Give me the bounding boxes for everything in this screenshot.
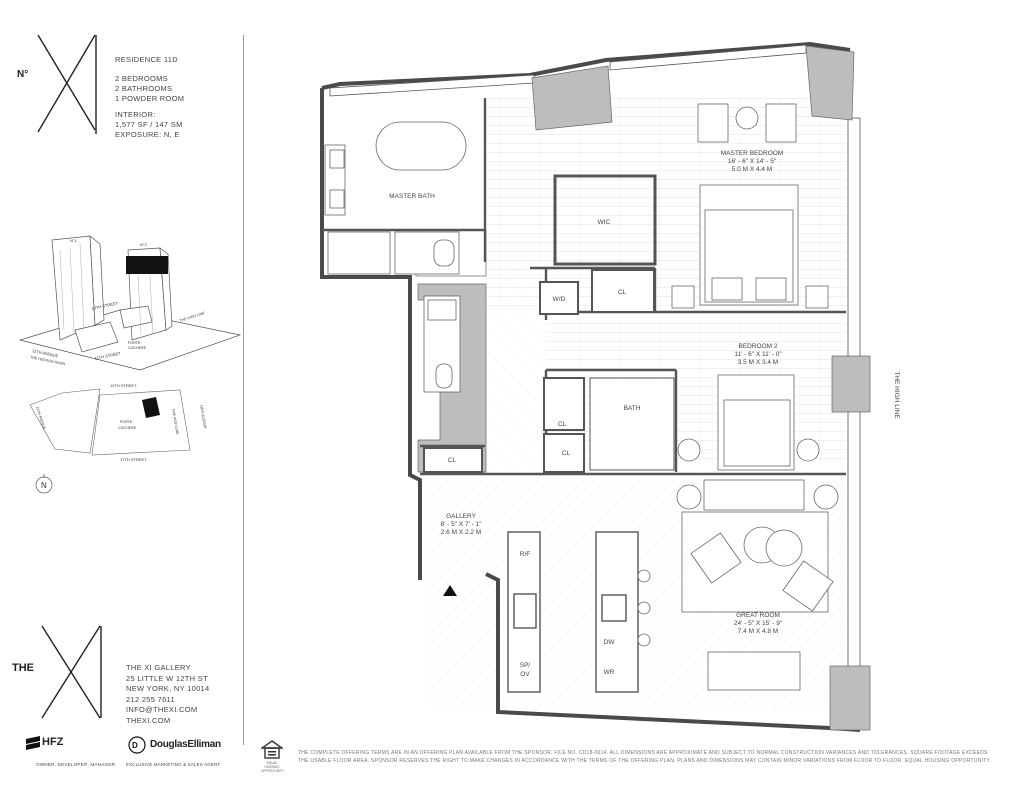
room-bedroom2: BEDROOM 2 — [738, 343, 777, 350]
map-3d-cochere: COCHERE — [128, 346, 147, 350]
powder-count: 1 POWDER ROOM — [115, 94, 185, 103]
gallery-dim1: 8' - 5" X 7' - 1" — [440, 521, 482, 528]
living-furniture — [637, 479, 839, 691]
map-17th-street: 17TH STREET — [120, 457, 147, 462]
hfz-logo-icon — [26, 736, 40, 750]
map-3d-hudson: THE HUDSON RIVER — [30, 355, 66, 366]
tower-b-label: N°2 — [140, 242, 147, 247]
sidebar-divider — [243, 35, 244, 745]
bedroom2-dim1: 11' - 6" X 11' - 0" — [734, 351, 782, 358]
room-cl-small: CL — [558, 421, 567, 428]
entry-arrow-icon — [443, 585, 457, 596]
svg-text:D: D — [132, 741, 138, 750]
building-illustration: N°1 N°2 10TH STREET THE HIGH LINE PORTE-… — [18, 235, 242, 371]
closets — [423, 269, 675, 473]
appliance-sp: SP/ — [520, 662, 531, 669]
contact-city: NEW YORK, NY 10014 — [126, 684, 210, 693]
map-high-line: THE HIGH LINE — [171, 408, 180, 435]
toilet-icon — [433, 239, 455, 267]
exposure: EXPOSURE: N, E — [115, 130, 180, 139]
map-porte: PORTE- — [120, 420, 134, 424]
map-3d-11th-street: 11TH STREET — [94, 350, 121, 360]
xi-logo-top — [37, 34, 97, 134]
room-wic: WIC — [598, 219, 611, 226]
master-bed-icon — [671, 103, 829, 309]
residence-info: RESIDENCE 11D 2 BEDROOMS 2 BATHROOMS 1 P… — [115, 55, 184, 140]
room-wd: W/D — [553, 296, 566, 303]
hfz-subtitle: OWNER, DEVELOPER, MANAGER — [36, 762, 116, 767]
appliance-wr: WR — [604, 669, 615, 676]
xi-logo-bottom — [41, 625, 102, 719]
contact-email[interactable]: INFO@THEXI.COM — [126, 705, 198, 714]
interior-value: 1,577 SF / 147 SM — [115, 120, 183, 129]
contact-website[interactable]: THEXI.COM — [126, 715, 171, 725]
douglas-elliman-subtitle: EXCLUSIVE MARKETING & SALES AGENT — [126, 762, 221, 767]
appliance-ov: OV — [520, 671, 530, 678]
master-bedroom-dim2: 5.0 M X 4.4 M — [732, 166, 772, 173]
equal-housing-text: EQUAL HOUSING OPPORTUNITY — [261, 761, 284, 773]
room-cl-2: CL — [562, 450, 571, 457]
room-master-bedroom: MASTER BEDROOM — [721, 150, 783, 157]
master-bath-fixtures — [324, 121, 467, 393]
high-line-label: THE HIGH LINE — [893, 371, 900, 419]
interior-label: INTERIOR: — [115, 110, 156, 119]
map-cochere: COCHERE — [118, 426, 137, 430]
contact-address: 25 LITTLE W 12TH ST — [126, 673, 208, 683]
room-master-bath: MASTER BATH — [389, 193, 435, 200]
sidebar: N° RESIDENCE 11D 2 BEDROOMS 2 BATHROOMS … — [0, 0, 245, 800]
room-cl-1: CL — [618, 289, 627, 296]
contact-phone[interactable]: 212 255 7611 — [126, 694, 175, 704]
gallery-dim2: 2.6 M X 2.2 M — [441, 529, 481, 536]
site-plan-map: 10TH STREET 11TH AVENUE PORTE- COCHERE T… — [29, 383, 207, 462]
hfz-logo-text: HFZ — [42, 736, 64, 748]
bathrooms-count: 2 BATHROOMS — [115, 84, 173, 93]
kitchen — [507, 531, 639, 693]
map-3d-10th-street: 10TH STREET — [91, 300, 119, 311]
svg-text:N: N — [41, 481, 47, 490]
tower-a-label: N°1 — [70, 238, 77, 243]
contact-block: THE XI GALLERY 25 LITTLE W 12TH ST NEW Y… — [126, 663, 210, 726]
bathtub-icon — [375, 121, 467, 171]
north-compass-icon: N — [35, 474, 53, 494]
map-3d-11th-avenue: 11TH AVENUE — [32, 348, 59, 358]
equal-housing-icon — [261, 740, 283, 759]
map-11th-avenue: 11TH AVENUE — [35, 406, 46, 430]
map-10th-avenue: 10TH AVENUE — [199, 404, 207, 429]
building-footprint-icon — [142, 397, 160, 418]
great-room-dim1: 24' - 5" X 15' - 9" — [734, 620, 783, 627]
douglas-elliman-emblem-icon: D — [128, 736, 146, 754]
bedroom2-dim2: 3.5 M X 3.4 M — [738, 359, 778, 366]
room-great-room: GREAT ROOM — [736, 612, 780, 619]
logo-the-mark: THE — [12, 662, 34, 674]
disclaimer-line1: THE COMPLETE OFFERING TERMS ARE IN AN OF… — [298, 750, 988, 756]
residence-title: RESIDENCE 11D — [115, 55, 178, 64]
master-bedroom-dim1: 16' - 6" X 14' - 5" — [728, 158, 777, 165]
map-3d-porte: PORTE- — [128, 341, 142, 345]
appliance-rf: R/F — [520, 551, 531, 558]
tower-roof-icon — [126, 256, 168, 274]
toilet-icon-2 — [435, 363, 453, 389]
disclaimer: THE COMPLETE OFFERING TERMS ARE IN AN OF… — [298, 750, 998, 765]
room-gallery: GALLERY — [446, 513, 477, 520]
logo-number-mark: N° — [17, 69, 29, 80]
room-bath: BATH — [624, 405, 641, 412]
douglas-elliman-logo-text: DouglasElliman — [150, 739, 221, 750]
map-10th-street: 10TH STREET — [110, 383, 137, 388]
contact-gallery: THE XI GALLERY — [126, 663, 191, 672]
bedrooms-count: 2 BEDROOMS — [115, 74, 169, 83]
great-room-dim2: 7.4 M X 4.8 M — [738, 628, 778, 635]
appliance-dw: DW — [604, 639, 616, 646]
room-cl-3: CL — [448, 457, 457, 464]
bedroom2-bed-icon — [677, 374, 820, 471]
disclaimer-line2: THE USABLE FLOOR AREA. SPONSOR RESERVES … — [298, 757, 991, 764]
